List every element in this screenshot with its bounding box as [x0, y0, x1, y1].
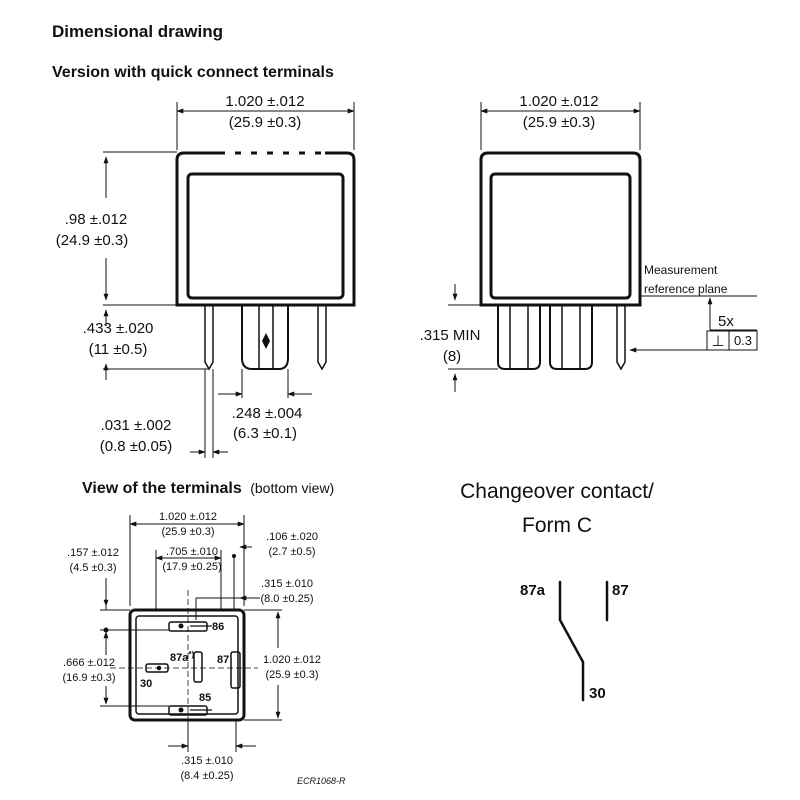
page-title: Dimensional drawing — [52, 22, 223, 41]
section-title-terminals: View of the terminals (bottom view) — [82, 480, 334, 497]
section-title-quick-connect: Version with quick connect terminals — [52, 64, 334, 81]
reference-plane-label-1: Measurement — [644, 263, 718, 277]
front-width-mm: (25.9 ±0.3) — [523, 114, 595, 131]
reference-plane-label-2: reference plane — [644, 282, 728, 296]
contact-label-87: 87 — [612, 582, 629, 599]
pin-label-30: 30 — [140, 678, 152, 690]
inner-width-in: .705 ±.010 — [166, 546, 218, 558]
terminals-heading-note: (bottom view) — [250, 480, 334, 496]
contact-label-30: 30 — [589, 685, 606, 702]
pin-length-in: .433 ±.020 — [83, 320, 154, 337]
bottom-offset-in: .315 ±.010 — [181, 755, 233, 767]
perpendicularity-tolerance: 0.3 — [734, 333, 752, 348]
right-gap-mm: (2.7 ±0.5) — [268, 546, 315, 558]
bottom-offset-mm: (8.4 ±0.25) — [180, 770, 233, 782]
pin-length-mm: (11 ±0.5) — [89, 341, 148, 358]
contact-switch-arm — [558, 618, 585, 664]
terminals-heading: View of the terminals — [82, 480, 242, 497]
contact-title-line2: Form C — [522, 514, 592, 537]
side-width-mm: (25.9 ±0.3) — [229, 114, 301, 131]
pin-thickness-mm: (0.8 ±0.05) — [100, 438, 172, 455]
left-height-mm: (16.9 ±0.3) — [62, 672, 115, 684]
right-height-in: 1.020 ±.012 — [263, 654, 321, 666]
pin-min-length-in: .315 MIN — [420, 327, 481, 344]
changeover-contact-symbol — [558, 580, 609, 702]
left-offset-mm: (4.5 ±0.3) — [69, 562, 116, 574]
front-view — [448, 102, 758, 392]
pin-width-mm: (6.3 ±0.1) — [233, 425, 297, 442]
left-height-in: .666 ±.012 — [63, 657, 115, 669]
pin-label-85: 85 — [199, 692, 211, 704]
pin-thickness-in: .031 ±.002 — [101, 417, 172, 434]
contact-label-87a: 87a — [520, 582, 546, 599]
inner-width-mm: (17.9 ±0.25) — [162, 561, 221, 573]
right-height-mm: (25.9 ±0.3) — [265, 669, 318, 681]
side-height-in: .98 ±.012 — [65, 211, 127, 228]
side-width-in: 1.020 ±.012 — [225, 93, 304, 110]
left-offset-in: .157 ±.012 — [67, 547, 119, 559]
side-height-mm: (24.9 ±0.3) — [56, 232, 128, 249]
pin-label-87: 87 — [217, 654, 229, 666]
bottom-width-mm: (25.9 ±0.3) — [161, 526, 214, 538]
pin-offset-in: .315 ±.010 — [261, 578, 313, 590]
pin-min-length-mm: (8) — [443, 348, 461, 365]
contact-title-line1: Changeover contact/ — [460, 480, 654, 503]
side-view — [103, 102, 356, 458]
pin-width-in: .248 ±.004 — [232, 405, 303, 422]
tolerance-count: 5x — [718, 313, 734, 330]
perpendicularity-symbol: ⊥ — [711, 333, 724, 350]
bottom-width-in: 1.020 ±.012 — [159, 511, 217, 523]
front-width-in: 1.020 ±.012 — [519, 93, 598, 110]
right-gap-in: .106 ±.020 — [266, 531, 318, 543]
bottom-view — [100, 515, 282, 752]
pin-offset-mm: (8.0 ±0.25) — [260, 593, 313, 605]
pin-label-87a: 87a*) — [170, 650, 194, 664]
drawing-code: ECR1068-R — [297, 776, 346, 786]
pin-label-86: 86 — [212, 621, 224, 633]
